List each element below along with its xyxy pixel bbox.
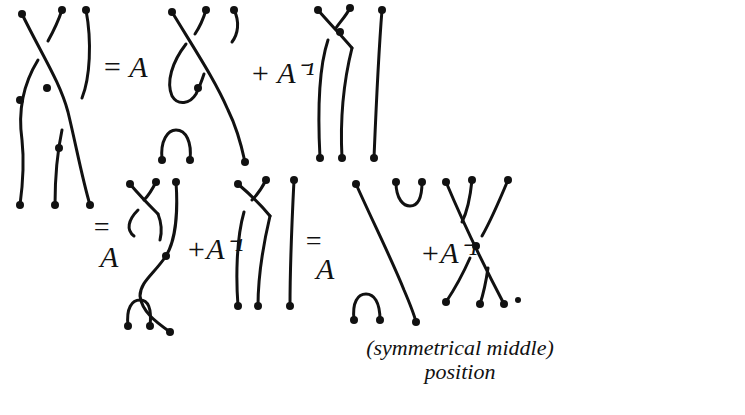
braid-figure bbox=[314, 4, 386, 162]
equation-text: = bbox=[92, 212, 111, 243]
braid-figure bbox=[124, 178, 180, 336]
note-text: (symmetrical middle) position bbox=[340, 336, 580, 384]
equation-text: = A bbox=[102, 50, 148, 83]
equation-text: A bbox=[100, 240, 118, 273]
equation-text: +A⁻¹ bbox=[186, 232, 244, 265]
braid-figure bbox=[158, 6, 249, 166]
equation-text: +A⁻¹ bbox=[420, 236, 478, 269]
equation-text: + A⁻¹ bbox=[250, 56, 315, 89]
braid-figure bbox=[16, 6, 94, 209]
braid-figure bbox=[234, 176, 298, 310]
equation-text: A bbox=[316, 252, 334, 285]
braid-figure bbox=[350, 178, 426, 326]
